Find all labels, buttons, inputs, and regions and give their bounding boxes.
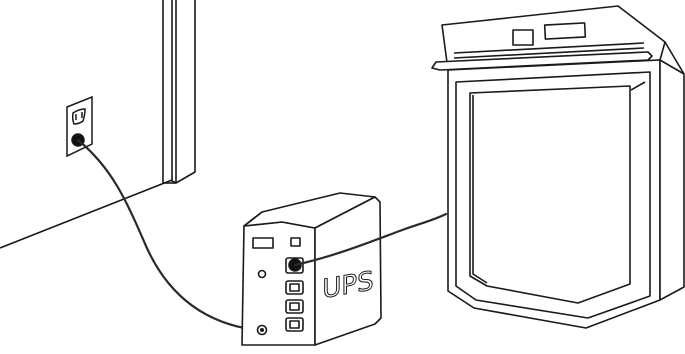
ups-power-button xyxy=(257,269,267,279)
door-frame xyxy=(162,0,196,184)
appliance xyxy=(431,5,685,329)
room xyxy=(0,0,196,249)
ups-to-appliance-cable xyxy=(293,212,448,267)
ups-side-panel xyxy=(314,196,382,346)
appliance-display xyxy=(512,29,534,46)
wall-to-ups-cable xyxy=(76,138,258,332)
ups-unit: UPS xyxy=(241,192,382,346)
wall-outlet xyxy=(66,95,93,158)
appliance-side xyxy=(659,59,685,301)
appliance-handle xyxy=(431,51,653,71)
outlet-socket-top xyxy=(71,108,86,125)
ups-display xyxy=(252,237,274,249)
appliance-window xyxy=(469,85,631,304)
floor-edge xyxy=(0,179,173,249)
ups-indicator xyxy=(290,237,301,247)
appliance-control-panel xyxy=(543,22,587,40)
